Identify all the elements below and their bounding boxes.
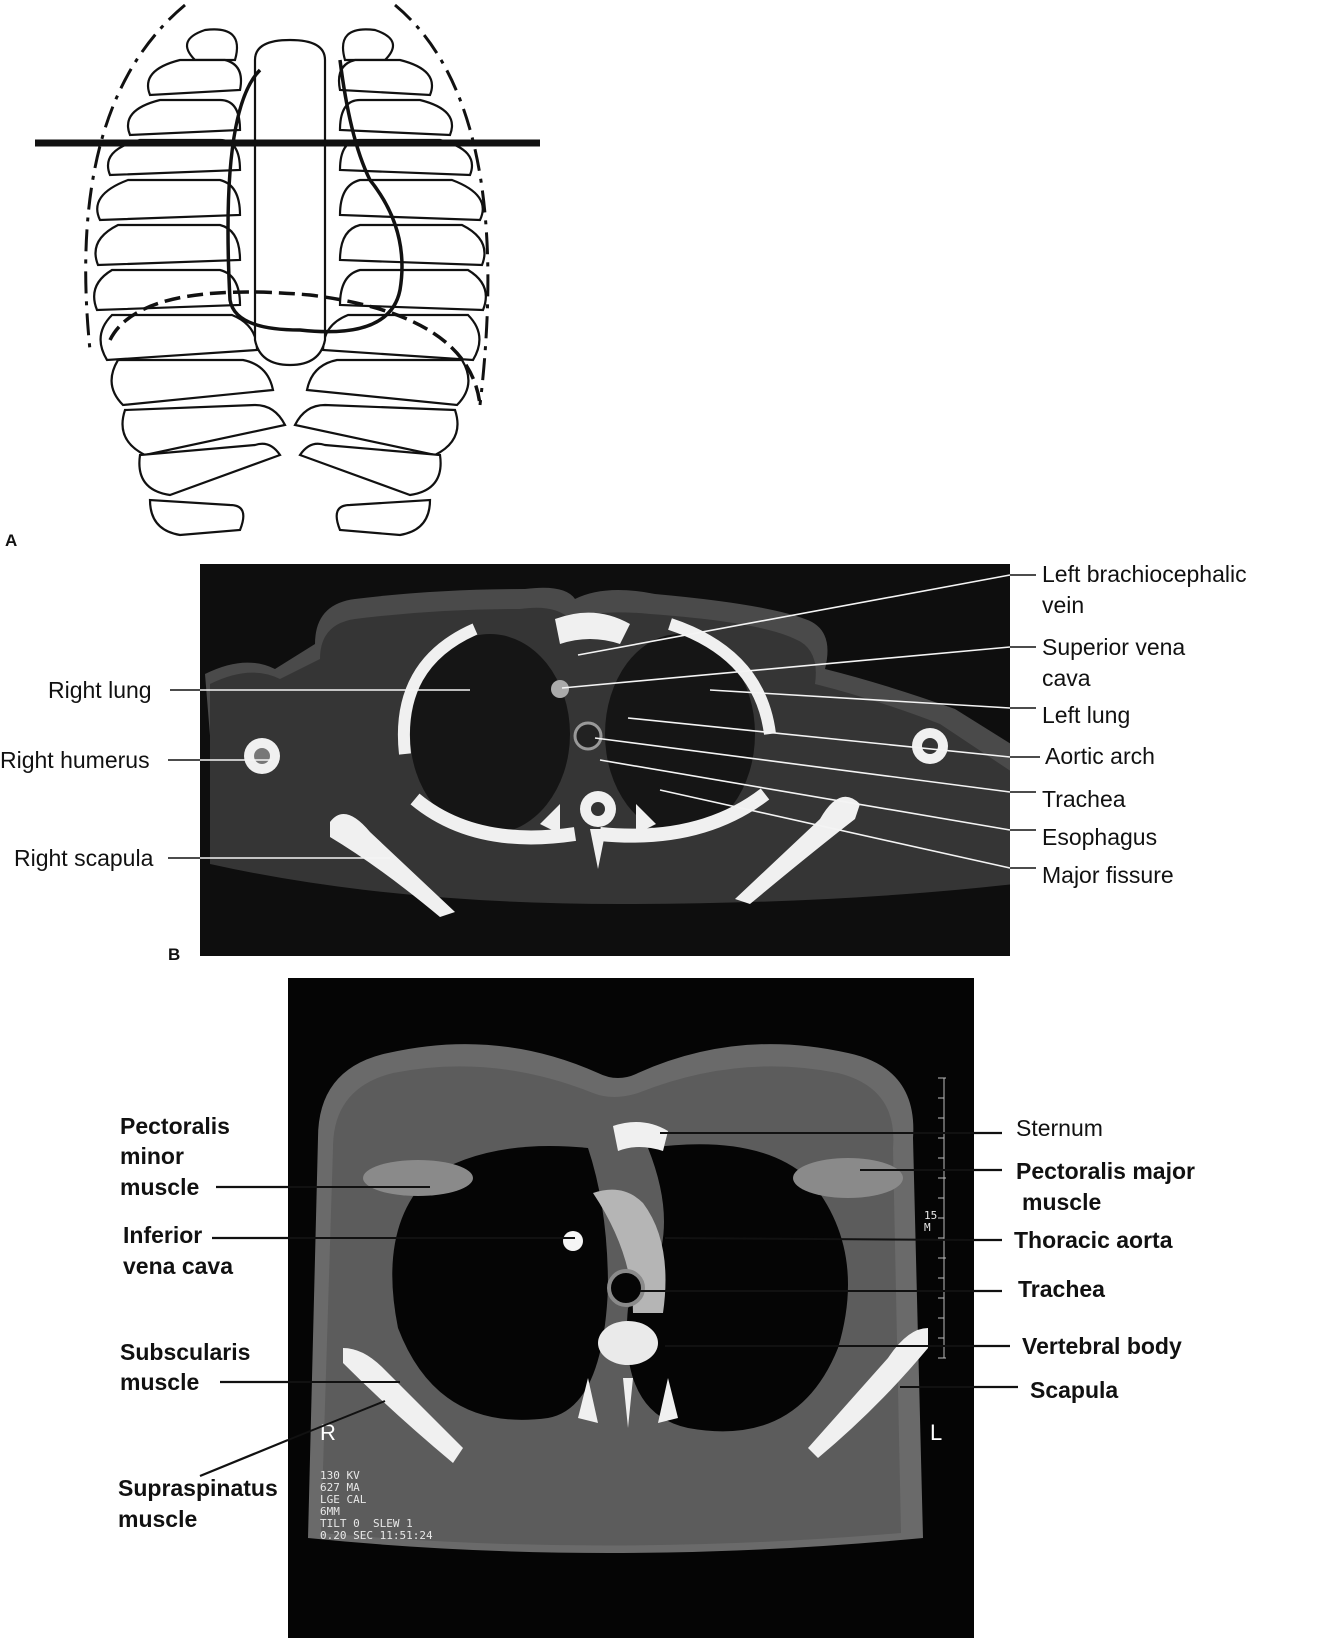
panel-a-letter: A — [5, 531, 18, 550]
label-pectoralis-minor-line1: Pectoralis — [120, 1113, 230, 1139]
rib-cage-diagram — [35, 3, 540, 537]
label-pectoralis-major-line1: Pectoralis major — [1016, 1158, 1195, 1184]
label-right-scapula: Right scapula — [14, 845, 154, 871]
label-major-fissure: Major fissure — [1042, 862, 1174, 888]
label-superior-vena-cava-line1: Superior vena — [1042, 634, 1186, 660]
label-right-lung: Right lung — [48, 677, 152, 703]
label-scapula: Scapula — [1030, 1377, 1119, 1403]
label-trachea-c: Trachea — [1018, 1276, 1105, 1302]
label-supraspinatus-line2: muscle — [118, 1506, 198, 1532]
ct-scale-text: 15 M — [924, 1209, 938, 1234]
label-inferior-vena-cava-line1: Inferior — [123, 1222, 203, 1248]
panel-b-letter: B — [168, 945, 181, 964]
label-left-brachiocephalic-vein-line2: vein — [1042, 592, 1085, 618]
label-subscularis-line1: Subscularis — [120, 1339, 251, 1365]
label-pectoralis-major-line2: muscle — [1022, 1189, 1102, 1215]
label-thoracic-aorta: Thoracic aorta — [1014, 1227, 1173, 1253]
ct-scanner-info: 130 KV 627 MA LGE CAL 6MM TILT 0 SLEW 1 … — [320, 1469, 433, 1542]
label-left-lung: Left lung — [1042, 702, 1131, 728]
panel-b-leader-lines — [168, 574, 1040, 869]
label-sternum: Sternum — [1016, 1115, 1103, 1141]
label-pectoralis-minor-line2: minor — [120, 1143, 184, 1169]
label-right-humerus: Right humerus — [0, 747, 150, 773]
label-aortic-arch: Aortic arch — [1045, 743, 1155, 769]
label-supraspinatus-line1: Supraspinatus — [118, 1475, 278, 1501]
label-esophagus: Esophagus — [1042, 824, 1158, 850]
label-vertebral-body: Vertebral body — [1022, 1333, 1182, 1359]
ct-axial-image — [288, 978, 974, 1638]
label-trachea-b: Trachea — [1042, 786, 1126, 812]
label-superior-vena-cava-line2: cava — [1042, 665, 1091, 691]
ct-side-marker-left: L — [930, 1420, 943, 1445]
mri-axial-image — [200, 564, 1010, 956]
label-left-brachiocephalic-vein-line1: Left brachiocephalic — [1042, 561, 1247, 587]
label-subscularis-line2: muscle — [120, 1369, 200, 1395]
label-pectoralis-minor-line3: muscle — [120, 1174, 200, 1200]
label-inferior-vena-cava-line2: vena cava — [123, 1253, 233, 1279]
